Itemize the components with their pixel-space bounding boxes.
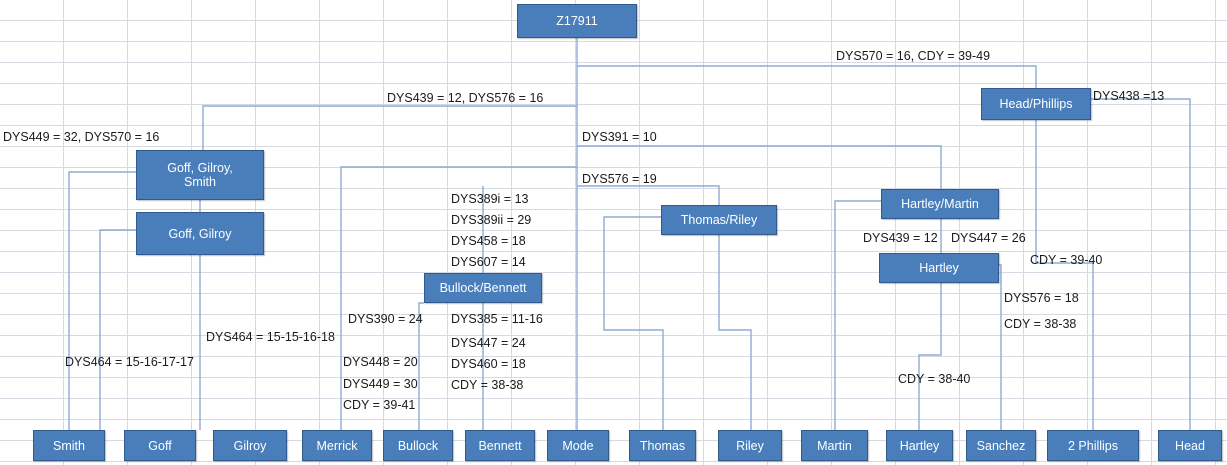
leaf-node-bullock[interactable]: Bullock <box>383 430 453 461</box>
leaf-node-thomas[interactable]: Thomas <box>629 430 696 461</box>
leaf-node-smith[interactable]: Smith <box>33 430 105 461</box>
connector-c-tr-trunk <box>718 235 752 430</box>
edge-label-l-dys607: DYS607 = 14 <box>451 255 526 269</box>
connector-c-root-goffcluster <box>202 105 577 150</box>
edge-label-l-dys439-dys576: DYS439 = 12, DYS576 = 16 <box>387 91 544 105</box>
leaf-node-phillips2[interactable]: 2 Phillips <box>1047 430 1139 461</box>
connector-c-tr-thomas <box>603 216 664 430</box>
edge-label-l-dys391: DYS391 = 10 <box>582 130 657 144</box>
leaf-node-bennett[interactable]: Bennett <box>465 430 535 461</box>
edge-label-l-dys385: DYS385 = 11-16 <box>451 312 543 326</box>
node-hartley_martin[interactable]: Hartley/Martin <box>881 189 999 219</box>
node-bullock_bennett[interactable]: Bullock/Bennett <box>424 273 542 303</box>
connector-c-headphillips-down <box>1035 120 1094 430</box>
edge-label-l-dys389ii: DYS389ii = 29 <box>451 213 532 227</box>
edge-label-l-cdy-3838-m: CDY = 38-38 <box>451 378 524 392</box>
edge-label-l-dys460: DYS460 = 18 <box>451 357 526 371</box>
leaf-node-head[interactable]: Head <box>1158 430 1222 461</box>
edge-label-l-dys576-18: DYS576 = 18 <box>1004 291 1079 305</box>
connector-c-hmid-hartley <box>918 283 942 430</box>
connector-c-goffcluster-smith <box>68 171 136 430</box>
edge-label-l-dys449-30: DYS449 = 30 <box>343 377 418 391</box>
node-goff_gilroy_smith[interactable]: Goff, Gilroy, Smith <box>136 150 264 200</box>
edge-label-l-cdy-3940: CDY = 39-40 <box>1030 253 1103 267</box>
node-hartley_mid[interactable]: Hartley <box>879 253 999 283</box>
connector-c-hmid-sanchez <box>999 264 1002 430</box>
node-root[interactable]: Z17911 <box>517 4 637 38</box>
edge-label-l-dys390: DYS390 = 24 <box>348 312 423 326</box>
edge-label-l-dys438: DYS438 =13 <box>1093 89 1165 103</box>
leaf-node-gilroy[interactable]: Gilroy <box>213 430 287 461</box>
edge-label-l-dys464-15161717: DYS464 = 15-16-17-17 <box>65 355 194 369</box>
leaf-node-goff[interactable]: Goff <box>124 430 196 461</box>
node-thomas_riley[interactable]: Thomas/Riley <box>661 205 777 235</box>
edge-label-l-cdy-3840: CDY = 38-40 <box>898 372 971 386</box>
connector-c-gg-goff <box>99 229 136 430</box>
leaf-node-hartley[interactable]: Hartley <box>886 430 953 461</box>
edge-label-l-dys389i: DYS389i = 13 <box>451 192 529 206</box>
edge-label-l-dys447-24: DYS447 = 24 <box>451 336 526 350</box>
connector-c-root-headphillips <box>577 65 1037 88</box>
edge-label-l-dys439-12: DYS439 = 12 <box>863 231 938 245</box>
edge-label-l-dys447-26: DYS447 = 26 <box>951 231 1026 245</box>
edge-label-l-dys576-19: DYS576 = 19 <box>582 172 657 186</box>
edge-label-l-cdy-3941: CDY = 39-41 <box>343 398 416 412</box>
edge-label-l-dys448: DYS448 = 20 <box>343 355 418 369</box>
edge-label-l-dys570-cdy: DYS570 = 16, CDY = 39-49 <box>836 49 991 63</box>
connector-c-root-thomasriley <box>577 185 720 205</box>
edge-label-l-cdy-3838-r: CDY = 38-38 <box>1004 317 1077 331</box>
leaf-node-merrick[interactable]: Merrick <box>302 430 372 461</box>
node-head_phillips[interactable]: Head/Phillips <box>981 88 1091 120</box>
edge-label-l-dys449-dys570: DYS449 = 32, DYS570 = 16 <box>3 130 160 144</box>
leaf-node-sanchez[interactable]: Sanchez <box>966 430 1036 461</box>
leaf-node-martin[interactable]: Martin <box>801 430 868 461</box>
connector-c-headphillips-head <box>1091 98 1191 430</box>
leaf-node-riley[interactable]: Riley <box>718 430 782 461</box>
edge-label-l-dys464-15151618: DYS464 = 15-15-16-18 <box>206 330 335 344</box>
edge-label-l-dys458: DYS458 = 18 <box>451 234 526 248</box>
leaf-node-mode[interactable]: Mode <box>547 430 609 461</box>
node-goff_gilroy[interactable]: Goff, Gilroy <box>136 212 264 255</box>
